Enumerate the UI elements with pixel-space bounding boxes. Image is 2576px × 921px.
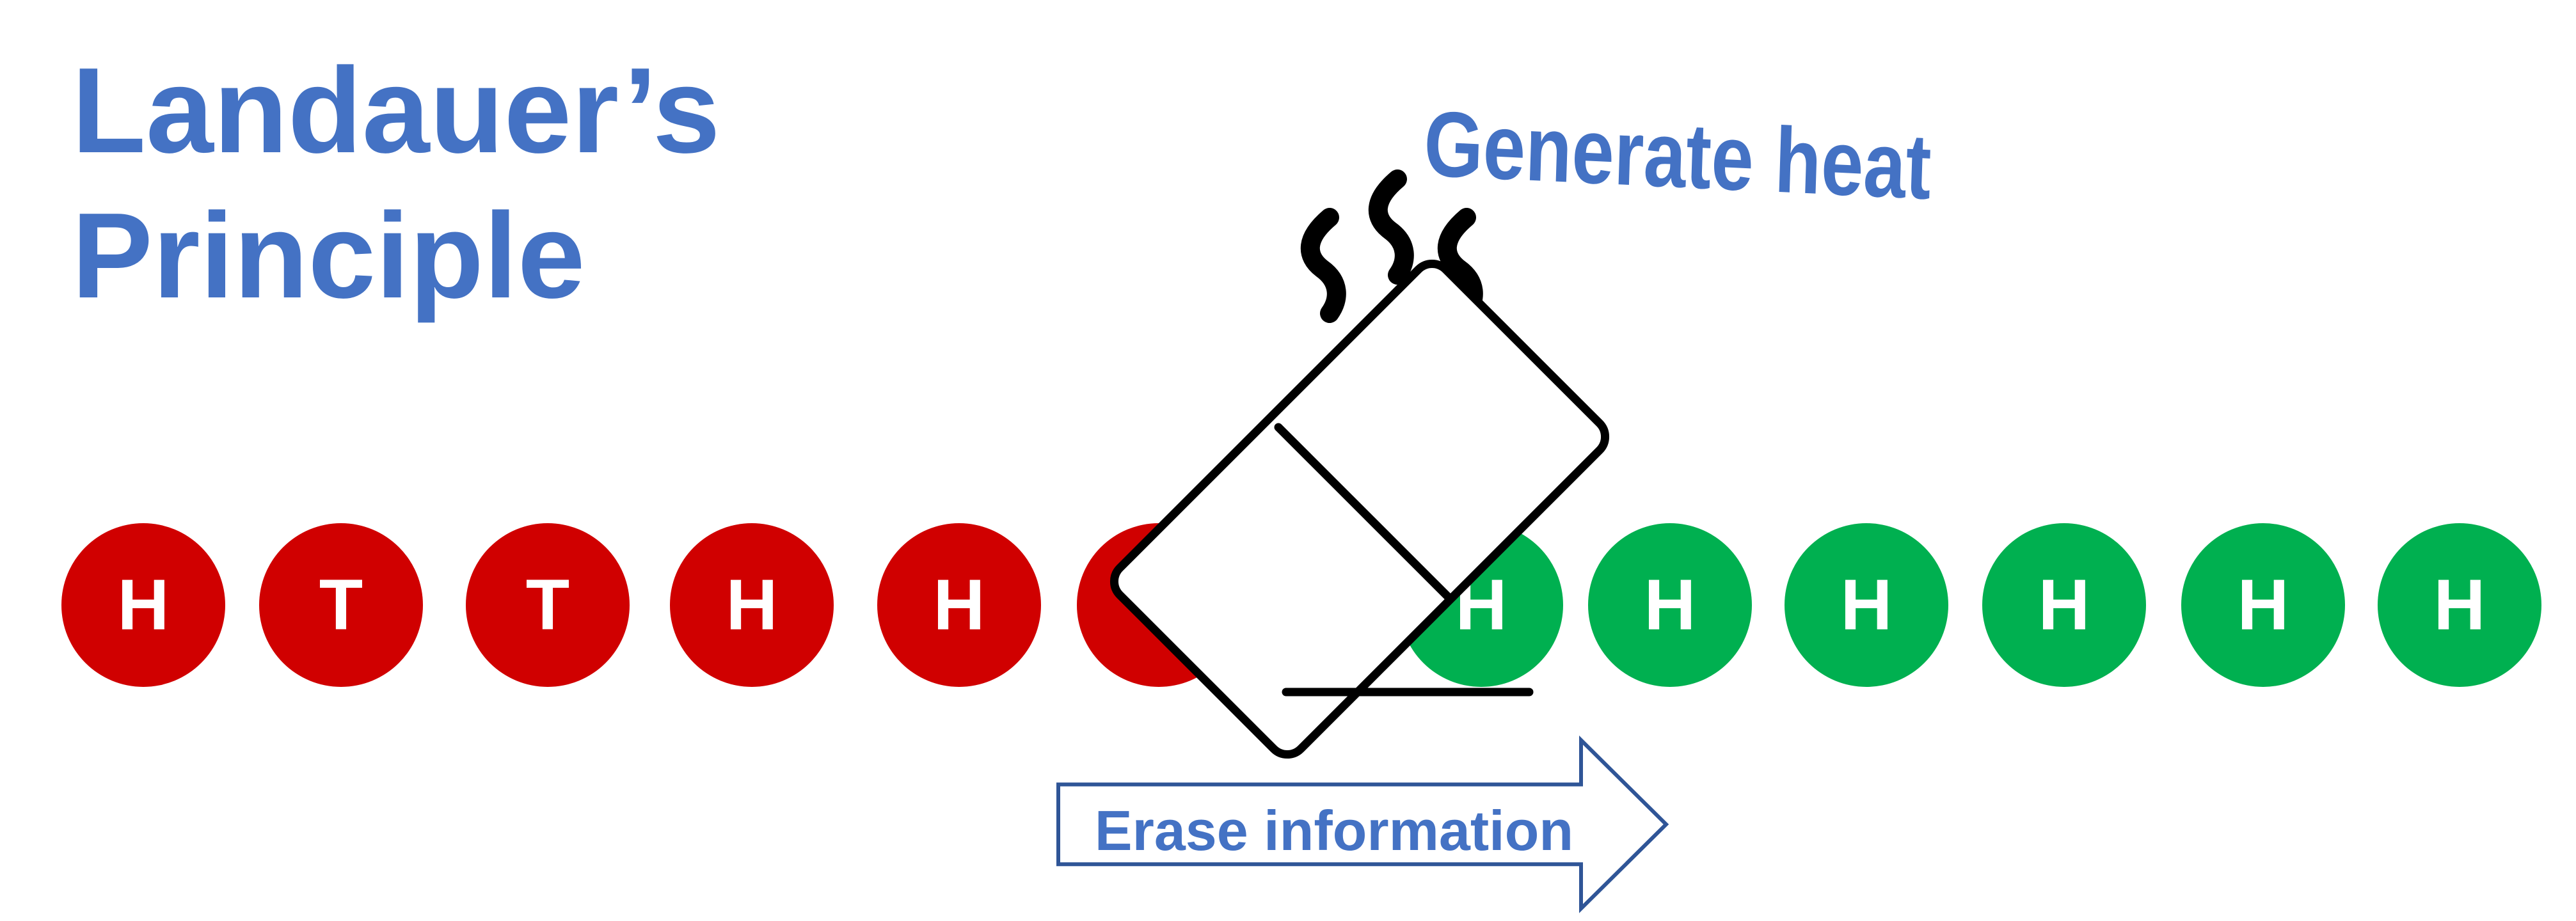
title-line-1: Landauer’s [72,43,720,178]
coin-1-label: H [117,565,170,645]
coin-5-label: H [933,565,985,645]
coin-9-label: H [1840,565,1893,645]
coin-5: H [877,523,1041,687]
coin-8: H [1588,523,1752,687]
coin-8-label: H [1644,565,1696,645]
coin-3: T [466,523,630,687]
coin-9: H [1785,523,1948,687]
coin-10: H [1982,523,2146,687]
coin-2: T [259,523,423,687]
coin-11: H [2181,523,2345,687]
coin-12: H [2378,523,2541,687]
coin-11-label: H [2237,565,2289,645]
coin-3-label: T [525,565,570,645]
eraser-icon [1109,259,1610,759]
erase-label: Erase information [1094,799,1574,862]
heat-wave-2 [1368,169,1414,285]
coin-10-label: H [2038,565,2090,645]
coin-2-label: T [319,565,363,645]
title-line-2: Principle [72,188,585,324]
heat-wave-1 [1300,208,1346,323]
coin-12-label: H [2433,565,2486,645]
coin-1: H [61,523,225,687]
coin-4: H [670,523,834,687]
coin-4-label: H [726,565,778,645]
